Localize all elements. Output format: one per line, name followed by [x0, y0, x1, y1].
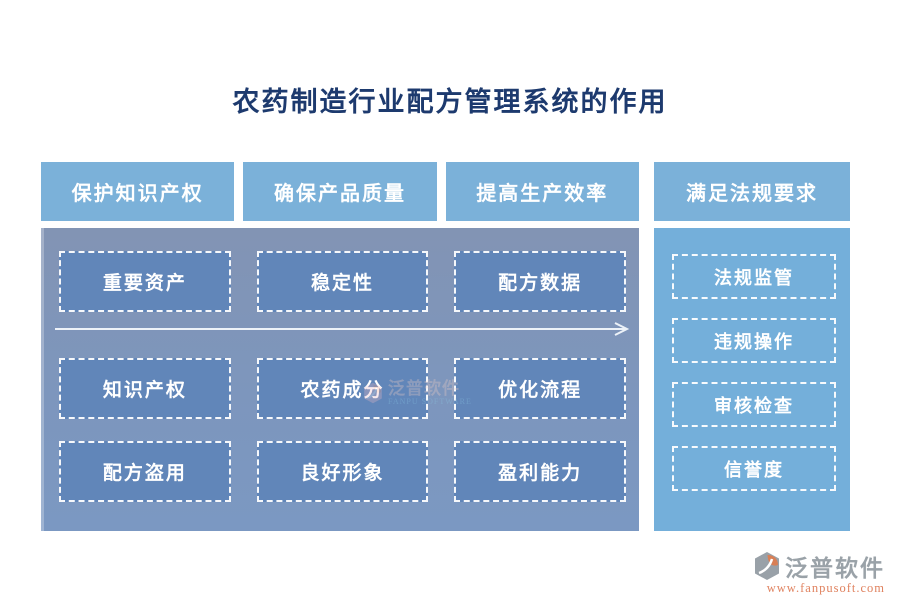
header-left-group: 保护知识产权 确保产品质量 提高生产效率 [41, 162, 639, 221]
main-row-2: 知识产权 农药成分 优化流程 [44, 358, 639, 419]
node-formula-theft: 配方盗用 [59, 441, 231, 502]
node-audit-inspection: 审核检查 [672, 382, 836, 427]
node-reputation: 信誉度 [672, 446, 836, 491]
footer-top-row: 泛普软件 [752, 549, 885, 583]
header-block-protect-ip: 保护知识产权 [41, 162, 235, 221]
main-panel: 重要资产 稳定性 配方数据 知识产权 农药成分 优化流程 配方盗用 良好形象 盈… [41, 228, 639, 531]
header-block-production-efficiency: 提高生产效率 [445, 162, 639, 221]
footer-brand-name: 泛普软件 [785, 556, 885, 581]
footer-brand-block: 泛普软件 www.fanpusoft.com [752, 549, 885, 596]
node-stability: 稳定性 [256, 251, 429, 312]
main-row-3: 配方盗用 良好形象 盈利能力 [44, 441, 639, 502]
fanpu-logo-icon [755, 552, 779, 580]
header-gap [639, 162, 654, 221]
node-pesticide-ingredients: 农药成分 [256, 358, 429, 419]
node-intellectual-property: 知识产权 [59, 358, 231, 419]
header-block-product-quality: 确保产品质量 [243, 162, 437, 221]
node-important-assets: 重要资产 [59, 251, 231, 312]
page-title: 农药制造行业配方管理系统的作用 [232, 87, 668, 117]
node-violation-operations: 违规操作 [672, 318, 836, 363]
side-panel: 法规监管 违规操作 审核检查 信誉度 [654, 228, 850, 531]
node-good-image: 良好形象 [256, 441, 429, 502]
main-row-1: 重要资产 稳定性 配方数据 [44, 251, 639, 312]
node-profitability: 盈利能力 [454, 441, 626, 502]
panel-gap [639, 228, 654, 531]
flow-arrow [55, 321, 639, 337]
header-block-regulatory: 满足法规要求 [654, 162, 850, 221]
footer-url[interactable]: www.fanpusoft.com [766, 581, 885, 595]
header-row: 保护知识产权 确保产品质量 提高生产效率 满足法规要求 [41, 162, 850, 221]
node-regulatory-supervision: 法规监管 [672, 254, 836, 299]
node-formula-data: 配方数据 [454, 251, 626, 312]
panels-container: 重要资产 稳定性 配方数据 知识产权 农药成分 优化流程 配方盗用 良好形象 盈… [41, 228, 850, 531]
node-optimize-process: 优化流程 [454, 358, 626, 419]
